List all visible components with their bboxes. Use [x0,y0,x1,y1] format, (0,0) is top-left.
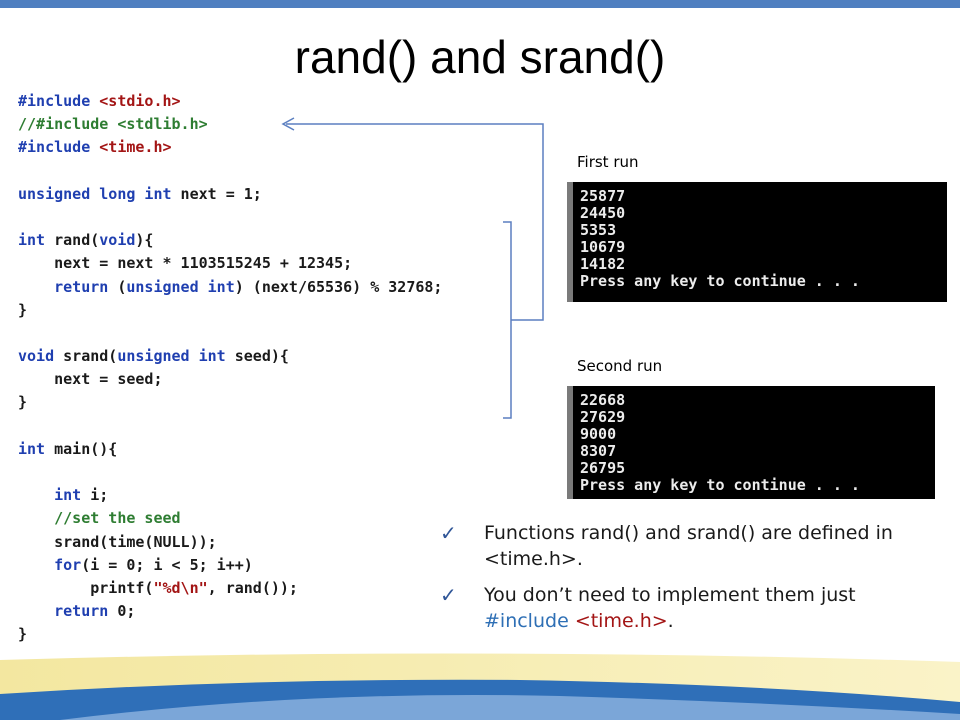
code-line: int main(){ [18,438,518,461]
code-token: (i = 0; i < 5; i++) [81,555,253,574]
code-line: next = next * 1103515245 + 12345; [18,252,518,275]
first-run-label: First run [577,153,639,171]
code-token: int [18,231,46,250]
code-token: next = seed; [18,370,163,389]
bullet-text: Functions rand() and srand() are defined… [484,522,893,570]
code-token: } [18,300,28,319]
code-token: ){ [135,231,154,250]
code-token: #include [18,92,100,110]
code-token: ( [108,277,127,296]
code-token: int [18,439,46,458]
code-token: <stdio.h> [99,92,181,110]
function-bracket [503,221,512,419]
code-token: } [18,393,28,412]
code-token: srand(time(NULL)); [18,532,217,551]
bullet-suffix: . [667,610,674,632]
code-line: } [18,299,518,322]
code-token: } [18,625,28,644]
code-line: printf("%d\n", rand()); [18,577,518,600]
code-line: srand(time(NULL)); [18,531,518,554]
code-token: unsigned int [126,277,235,296]
code-line: #include <time.h> [18,136,518,159]
checkmark-icon: ✓ [440,583,457,607]
code-line: void srand(unsigned int seed){ [18,345,518,368]
code-token: "%d\n" [153,578,208,597]
code-token: return [54,277,109,296]
code-token: for [54,555,82,574]
code-token: main(){ [45,439,118,458]
code-token: unsigned int [117,347,226,366]
second-run-label: Second run [577,357,663,375]
code-token: , rand()); [207,578,298,597]
code-token: 0; [108,602,136,621]
code-line: //#include <stdlib.h> [18,113,518,136]
code-token: seed){ [225,347,289,366]
bullet-text: You don’t need to implement them just [484,584,856,606]
bottom-decoration [0,653,960,720]
code-token: //set the seed [18,509,181,528]
bullet-item: ✓ Functions rand() and srand() are defin… [440,520,910,572]
code-token: //#include <stdlib.h> [18,115,208,134]
include-header: <time.h> [574,610,668,632]
include-arrowhead-icon [281,117,295,131]
code-token: int [54,486,82,505]
code-line: return 0; [18,600,518,623]
code-token: void [18,347,55,366]
slide-title: rand() and srand() [294,31,666,83]
code-token: rand( [45,231,100,250]
code-line: unsigned long int next = 1; [18,183,518,206]
first-run-console: 25877 24450 5353 10679 14182 Press any k… [567,182,947,302]
code-token: srand( [54,347,118,366]
code-line: } [18,623,518,646]
code-token: ) (next/65536) % 32768; [234,277,443,296]
code-line: return (unsigned int) (next/65536) % 327… [18,276,518,299]
checkmark-icon: ✓ [440,521,457,545]
code-token: return [54,602,109,621]
include-keyword: #include [484,610,569,632]
code-token: next = next * 1103515245 + 12345; [18,254,353,273]
code-listing: #include <stdio.h> //#include <stdlib.h> #… [18,90,518,647]
code-line: //set the seed [18,507,518,530]
code-line: next = seed; [18,368,518,391]
code-token: <time.h> [99,138,172,157]
include-connector-line [286,123,544,321]
code-line: for(i = 0; i < 5; i++) [18,554,518,577]
top-accent-bar [0,0,960,8]
code-token: #include [18,138,100,157]
code-token: next = 1; [171,184,262,203]
second-run-console: 22668 27629 9000 8307 26795 Press any ke… [567,386,935,499]
bullet-list: ✓ Functions rand() and srand() are defin… [440,520,910,644]
code-token: printf( [18,578,154,597]
code-line: #include <stdio.h> [18,90,518,113]
code-token: unsigned long int [18,184,172,203]
code-token: void [99,231,136,250]
code-line: } [18,391,518,414]
code-token: i; [81,486,109,505]
bullet-item: ✓ You don’t need to implement them just … [440,582,910,634]
code-line: int i; [18,484,518,507]
code-line: int rand(void){ [18,229,518,252]
bottom-light-wave [60,695,960,720]
